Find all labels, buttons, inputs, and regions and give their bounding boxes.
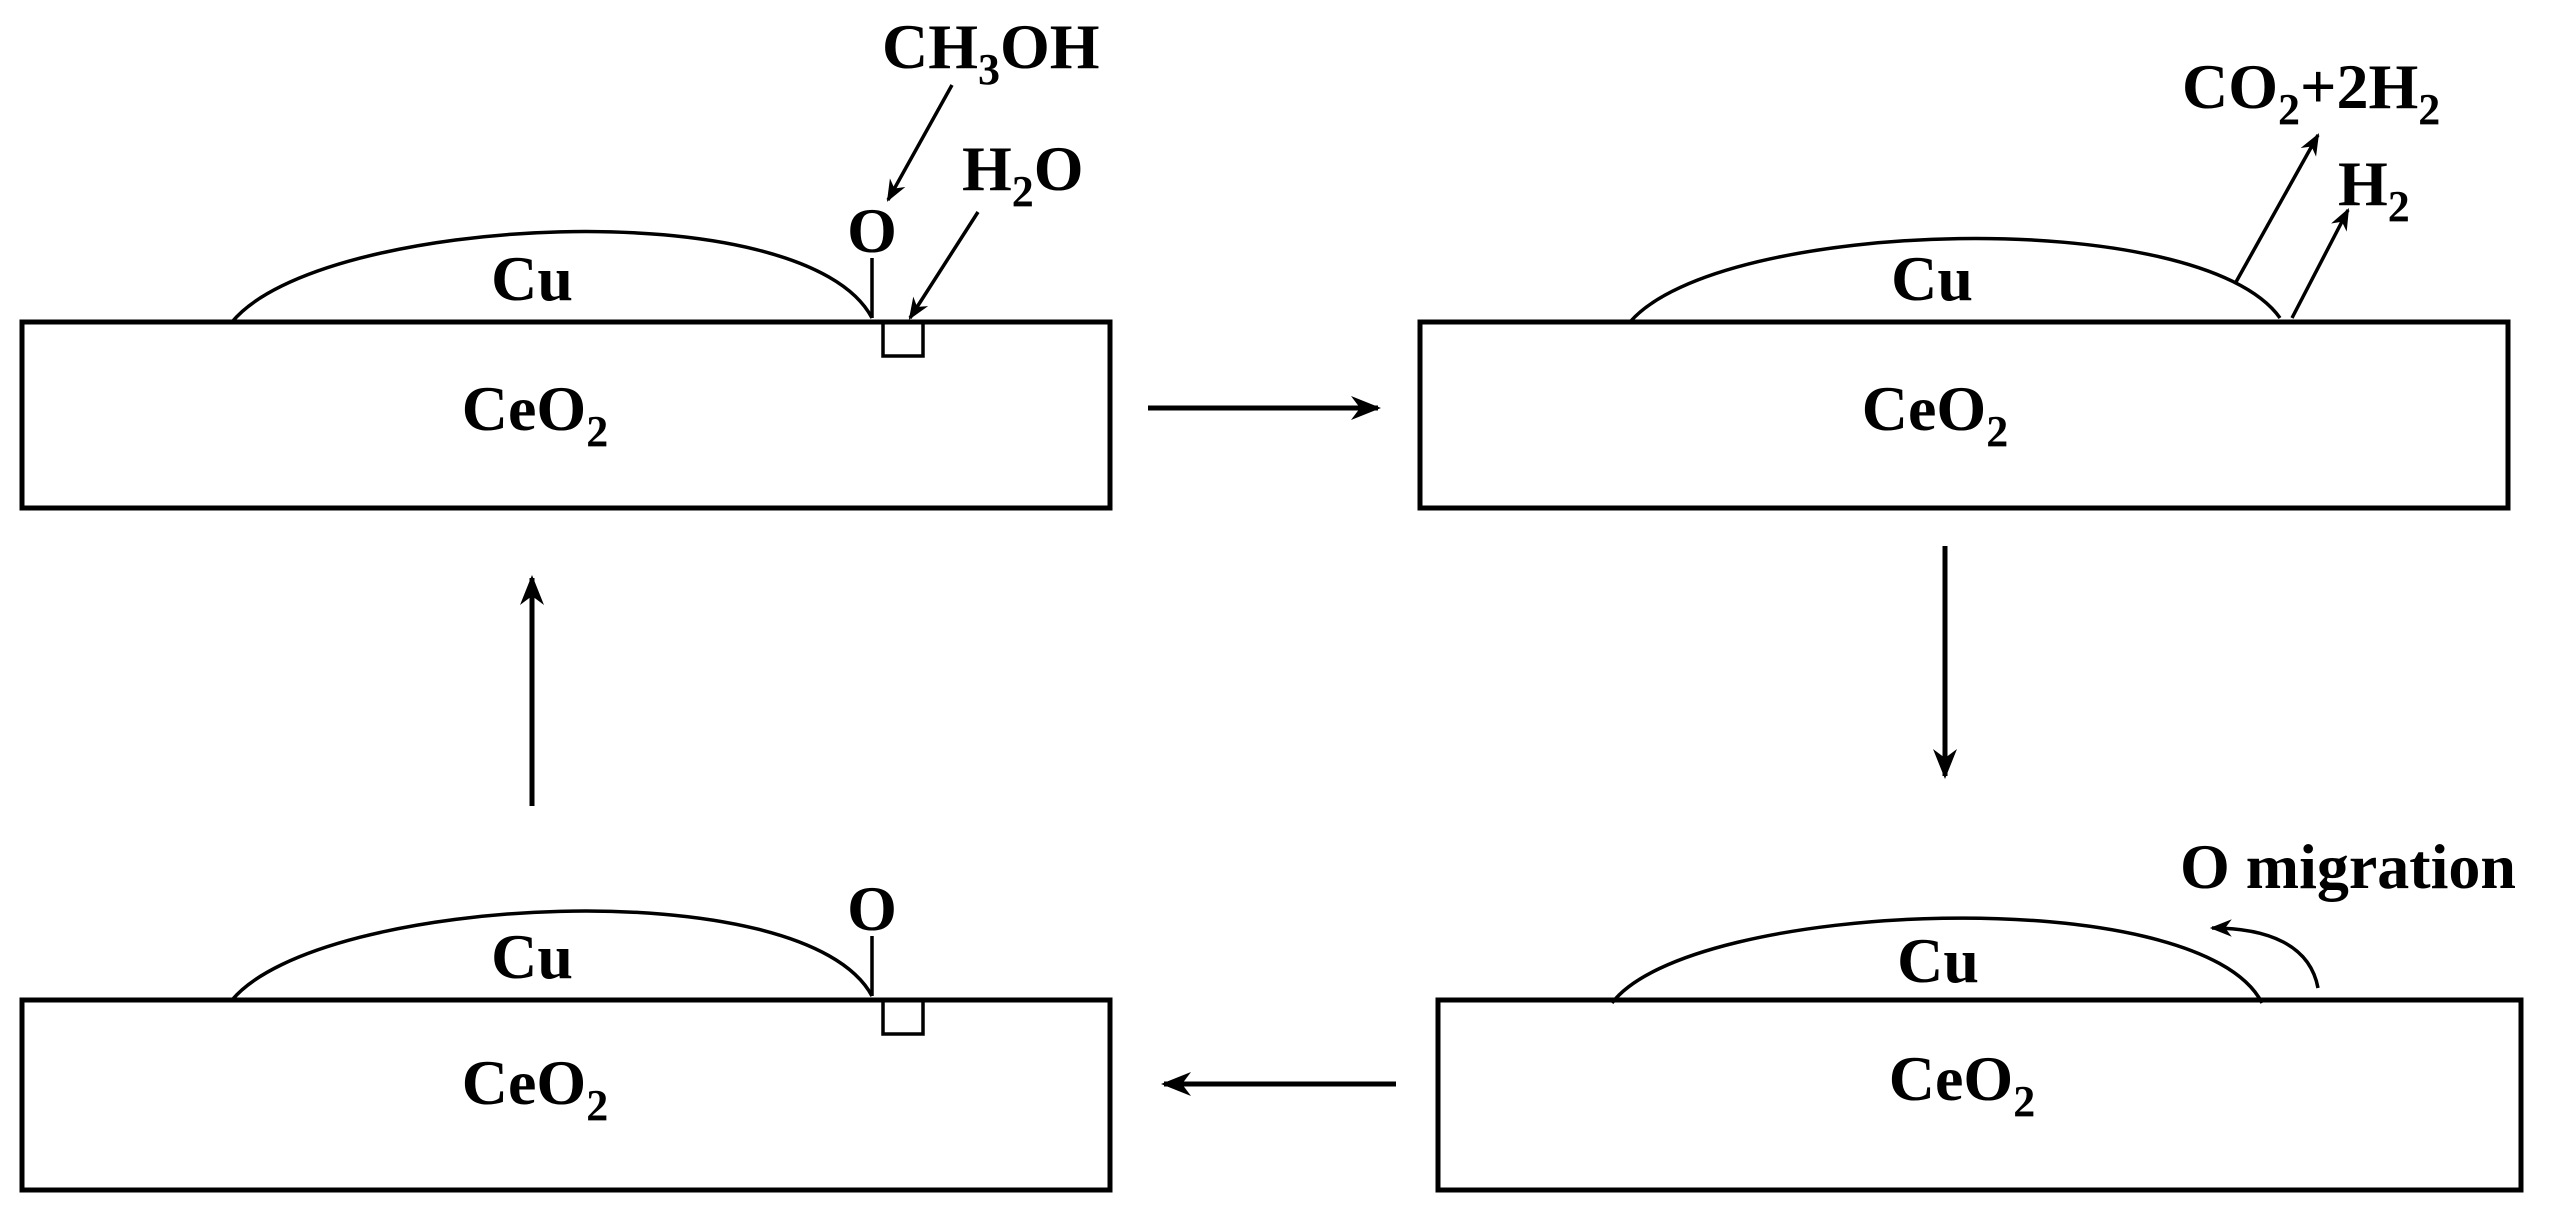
products-arrow: [2234, 133, 2320, 283]
water-arrow: [908, 211, 980, 320]
ceo2-label-4: CeO2: [462, 1047, 608, 1130]
cu-particle-1: [230, 229, 874, 324]
ceo2-support-1: [19, 319, 1113, 511]
methanol-arrow: [886, 84, 954, 202]
cu-label-1: Cu: [491, 243, 573, 314]
cu-particle-4: [230, 909, 874, 1002]
ceo2-support-3: [1435, 997, 2524, 1193]
adsorbed-o-2: O: [847, 873, 897, 944]
water-label: H2O: [962, 133, 1084, 216]
products-label: CO2+2H2: [2182, 51, 2440, 134]
migration-label: O migration: [2180, 831, 2516, 902]
panel-top-left: Cu CeO2 O CH3OH H2O: [19, 11, 1113, 511]
hydrogen-arrow: [2290, 208, 2350, 319]
ceo2-label-3: CeO2: [1889, 1043, 2035, 1126]
cu-particle-3: [1610, 916, 2264, 1005]
ceo2-support-2: [1417, 319, 2511, 511]
panel-top-right: Cu CeO2 CO2+2H2 H2: [1417, 51, 2511, 511]
migration-arrow: [2209, 919, 2320, 989]
cu-label-2: Cu: [1891, 243, 1973, 314]
adsorbed-o-1: O: [847, 195, 897, 266]
panel-bottom-left: Cu CeO2 O: [19, 873, 1113, 1193]
ceo2-label-2: CeO2: [1862, 373, 2008, 456]
cu-particle-2: [1628, 236, 2282, 324]
methanol-label: CH3OH: [882, 11, 1100, 94]
ceo2-label-1: CeO2: [462, 373, 608, 456]
oxygen-vacancy-1: [881, 320, 925, 358]
cu-label-3: Cu: [1897, 925, 1979, 996]
cu-label-4: Cu: [491, 921, 573, 992]
hydrogen-label: H2: [2338, 148, 2410, 231]
panel-bottom-right: Cu CeO2 O migration: [1435, 831, 2524, 1193]
ceo2-support-4: [19, 997, 1113, 1193]
oxygen-vacancy-2: [881, 998, 925, 1036]
